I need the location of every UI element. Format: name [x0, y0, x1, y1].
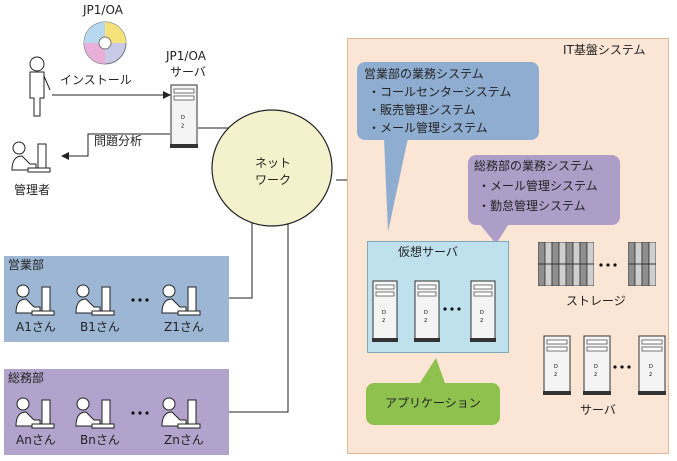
sales-bubble-item: ・メール管理システム [368, 121, 488, 135]
svg-text:2: 2 [649, 372, 652, 378]
application-bubble [366, 383, 500, 425]
app-bubble-tail [418, 358, 446, 386]
svg-text:D: D [649, 364, 653, 370]
server-label-line2: サーバ [170, 65, 206, 79]
svg-text:2: 2 [181, 124, 184, 130]
servers-label: サーバ [580, 403, 616, 417]
user-pc-icon [75, 397, 115, 429]
general-bubble-title: 総務部の業務システム [474, 159, 594, 173]
analysis-label: 問題分析 [94, 134, 143, 148]
application-label: アプリケーション [385, 396, 481, 410]
server-icon: D2 [470, 280, 496, 342]
server-label-line1: JP1/OA [166, 49, 206, 63]
admin-pc-icon [11, 141, 51, 173]
network-label-line2: ワーク [255, 173, 292, 187]
user-pc-icon [15, 284, 55, 316]
user-label: A1さん [16, 320, 56, 334]
sales-dept-label: 営業部 [8, 258, 45, 272]
svg-text:D: D [480, 310, 484, 316]
general-bubble-item: ・メール管理システム [478, 179, 598, 193]
sales-bubble-title: 営業部の業務システム [364, 67, 484, 81]
svg-text:D: D [382, 310, 386, 316]
analysis-arrow [61, 133, 170, 160]
storage-icon [566, 242, 594, 286]
ellipsis-icon [131, 298, 149, 302]
server-icon: D2 [170, 84, 198, 148]
person-icon [29, 56, 51, 117]
svg-text:D: D [181, 115, 185, 121]
svg-text:D: D [594, 364, 598, 370]
server-icon: D2 [372, 280, 398, 342]
ellipsis-icon [131, 411, 149, 415]
sales-bubble-item: ・販売管理システム [368, 103, 476, 117]
user-label: Z1さん [164, 320, 204, 334]
storage-icon [538, 242, 566, 286]
svg-text:2: 2 [554, 372, 557, 378]
svg-text:2: 2 [480, 318, 483, 324]
admin-label: 管理者 [14, 183, 51, 197]
svg-text:D: D [554, 364, 558, 370]
svg-text:2: 2 [594, 372, 597, 378]
cd-icon [83, 21, 127, 65]
user-label: Bnさん [80, 433, 120, 447]
user-pc-icon [75, 284, 115, 316]
server-icon: D2 [583, 335, 611, 395]
user-pc-icon [161, 397, 201, 429]
server-icon: D2 [543, 335, 571, 395]
ellipsis-icon [599, 263, 617, 267]
install-label: インストール [60, 73, 132, 87]
sales-systems-bubble [357, 62, 539, 140]
it-system-title: IT基盤システム [563, 43, 646, 57]
virtual-server-label: 仮想サーバ [398, 245, 458, 259]
svg-text:2: 2 [382, 318, 385, 324]
user-label: Znさん [164, 433, 204, 447]
user-pc-icon [15, 397, 55, 429]
network-label-line1: ネット [255, 156, 292, 170]
sales-bubble-item: ・コールセンターシステム [368, 85, 512, 99]
user-pc-icon [161, 284, 201, 316]
svg-text:D: D [424, 310, 428, 316]
general-bubble-tail [478, 222, 510, 244]
general-bubble-item: ・勤怠管理システム [478, 199, 586, 213]
ellipsis-icon [443, 307, 461, 311]
user-label: B1さん [80, 320, 120, 334]
storage-label: ストレージ [566, 294, 626, 308]
ellipsis-icon [613, 365, 631, 369]
svg-text:2: 2 [424, 318, 427, 324]
sales-bubble-tail [384, 138, 408, 232]
server-icon: D2 [638, 335, 666, 395]
general-dept-label: 総務部 [8, 371, 45, 385]
server-icon: D2 [414, 280, 440, 342]
network-cloud [211, 109, 333, 227]
user-label: Anさん [16, 433, 56, 447]
cd-label: JP1/OA [83, 3, 123, 17]
general-systems-bubble [468, 155, 620, 225]
storage-icon [628, 242, 656, 286]
